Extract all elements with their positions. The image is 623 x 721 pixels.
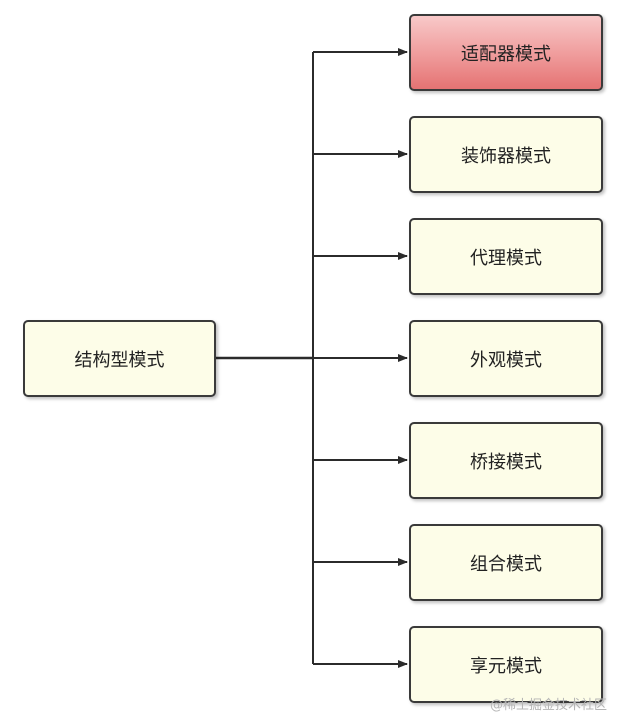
child-node-label: 装饰器模式 (461, 145, 551, 167)
child-node-label: 桥接模式 (470, 451, 542, 473)
root-node-structural-patterns: 结构型模式 (23, 320, 216, 397)
child-node-proxy-pattern: 代理模式 (409, 218, 603, 295)
child-node-label: 代理模式 (470, 247, 542, 269)
child-node-bridge-pattern: 桥接模式 (409, 422, 603, 499)
child-node-adapter-pattern: 适配器模式 (409, 14, 603, 91)
child-node-label: 组合模式 (470, 553, 542, 575)
child-node-decorator-pattern: 装饰器模式 (409, 116, 603, 193)
child-node-composite-pattern: 组合模式 (409, 524, 603, 601)
watermark-text: @稀土掘金技术社区 (489, 698, 607, 713)
child-node-label: 享元模式 (470, 655, 542, 677)
root-node-label: 结构型模式 (74, 349, 165, 371)
child-node-label: 外观模式 (470, 349, 542, 371)
child-node-label: 适配器模式 (461, 43, 551, 65)
child-node-flyweight-pattern: 享元模式 (409, 626, 603, 703)
child-node-facade-pattern: 外观模式 (409, 320, 603, 397)
